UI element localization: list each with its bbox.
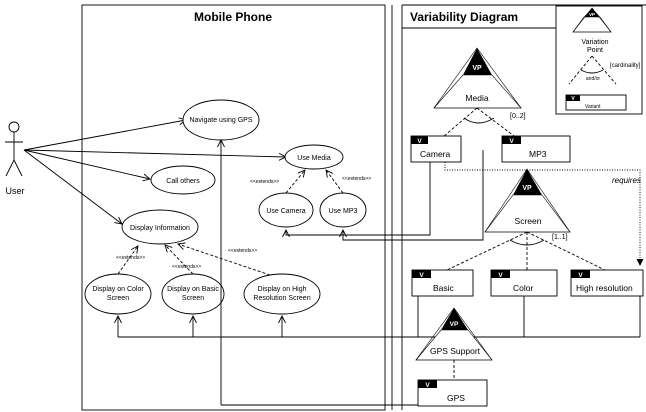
svg-text:Variation: Variation bbox=[581, 39, 608, 46]
extends-relations bbox=[117, 170, 344, 276]
vp-screen[interactable]: VP Screen bbox=[484, 168, 571, 233]
svg-text:and/or: and/or bbox=[586, 76, 601, 82]
svg-text:Screen: Screen bbox=[515, 216, 542, 226]
svg-text:Navigate using GPS: Navigate using GPS bbox=[189, 117, 252, 124]
vp-gps-support[interactable]: VP GPS Support bbox=[415, 307, 493, 361]
extends-label: <<extends>> bbox=[172, 264, 201, 270]
svg-text:V: V bbox=[419, 272, 424, 279]
svg-text:Display on Color: Display on Color bbox=[92, 286, 144, 293]
svg-text:GPS Support: GPS Support bbox=[430, 346, 481, 356]
svg-text:Display on High: Display on High bbox=[257, 286, 306, 293]
use-case-display-basic-screen[interactable]: Display on Basic Screen bbox=[161, 273, 225, 315]
extends-label: <<extends>> bbox=[250, 179, 279, 185]
variability-diagram-title: Variability Diagram bbox=[410, 10, 518, 24]
svg-text:Use MP3: Use MP3 bbox=[329, 208, 358, 215]
use-case-use-media[interactable]: Use Media bbox=[284, 144, 344, 170]
legend: VP Variation Point [cardinality] and/or … bbox=[555, 5, 643, 115]
actor-associations bbox=[23, 120, 286, 224]
svg-text:[cardinality]: [cardinality] bbox=[610, 63, 641, 69]
svg-text:Screen: Screen bbox=[107, 295, 129, 302]
svg-text:Call others: Call others bbox=[166, 178, 200, 185]
v-badge-icon bbox=[566, 95, 580, 101]
svg-text:MP3: MP3 bbox=[529, 149, 547, 159]
svg-text:Camera: Camera bbox=[420, 149, 451, 159]
use-case-display-high-resolution[interactable]: Display on High Resolution Screen bbox=[243, 273, 321, 315]
media-cardinality: [0..2] bbox=[510, 113, 526, 120]
svg-text:VP: VP bbox=[450, 321, 459, 328]
svg-text:V: V bbox=[509, 138, 514, 145]
svg-text:GPS: GPS bbox=[447, 393, 465, 403]
svg-text:Variant: Variant bbox=[585, 104, 601, 110]
svg-text:Basic: Basic bbox=[433, 283, 455, 293]
svg-text:V: V bbox=[578, 272, 583, 279]
requires-label: requires bbox=[612, 176, 641, 185]
svg-text:Resolution Screen: Resolution Screen bbox=[253, 295, 310, 302]
screen-variant-links bbox=[446, 231, 606, 271]
extends-label: <<extends>> bbox=[228, 248, 257, 254]
svg-text:High resolution: High resolution bbox=[576, 283, 633, 293]
svg-text:Color: Color bbox=[513, 283, 533, 293]
vp-media[interactable]: VP Media bbox=[433, 47, 522, 109]
variant-basic[interactable]: V Basic bbox=[411, 269, 474, 297]
svg-text:Use Media: Use Media bbox=[297, 155, 331, 162]
variability-diagram-frame: Variability Diagram bbox=[391, 4, 646, 410]
svg-text:VP: VP bbox=[589, 12, 595, 17]
use-case-use-camera[interactable]: Use Camera bbox=[258, 192, 314, 228]
use-case-call-others[interactable]: Call others bbox=[150, 165, 216, 195]
variant-mp3[interactable]: V MP3 bbox=[501, 135, 571, 163]
svg-text:V: V bbox=[417, 138, 422, 145]
variant-color[interactable]: V Color bbox=[490, 269, 558, 297]
svg-text:Display on Basic: Display on Basic bbox=[167, 286, 219, 293]
extends-label: <<extends>> bbox=[116, 255, 145, 261]
svg-text:VP: VP bbox=[472, 65, 482, 72]
use-case-display-color-screen[interactable]: Display on Color Screen bbox=[84, 273, 152, 315]
svg-text:V: V bbox=[571, 96, 575, 102]
screen-cardinality: [1..1] bbox=[552, 234, 568, 241]
svg-text:Display Information: Display Information bbox=[130, 225, 190, 232]
svg-text:V: V bbox=[498, 272, 503, 279]
use-case-display-information[interactable]: Display Information bbox=[121, 209, 199, 245]
user-label: User bbox=[5, 186, 24, 196]
variant-gps[interactable]: V GPS bbox=[417, 379, 488, 407]
use-case-navigate-gps[interactable]: Navigate using GPS bbox=[182, 99, 260, 141]
trace-connectors bbox=[118, 140, 641, 406]
requires-dependency: requires bbox=[444, 162, 644, 266]
extends-label: <<extends>> bbox=[342, 176, 371, 182]
variant-camera[interactable]: V Camera bbox=[410, 135, 462, 163]
mobile-phone-title: Mobile Phone bbox=[194, 10, 272, 24]
svg-text:V: V bbox=[425, 382, 430, 389]
svg-text:VP: VP bbox=[522, 185, 532, 192]
extends-labels: <<extends>> <<extends>> <<extends>> <<ex… bbox=[116, 176, 371, 270]
svg-text:Use Camera: Use Camera bbox=[266, 208, 305, 215]
user-actor: User bbox=[5, 121, 25, 196]
svg-text:Screen: Screen bbox=[182, 295, 204, 302]
vp-badge-icon bbox=[584, 8, 600, 17]
svg-text:Media: Media bbox=[465, 93, 488, 103]
use-case-use-mp3[interactable]: Use MP3 bbox=[319, 192, 367, 228]
variant-high-resolution[interactable]: V High resolution bbox=[570, 269, 644, 297]
svg-text:Point: Point bbox=[587, 47, 603, 54]
